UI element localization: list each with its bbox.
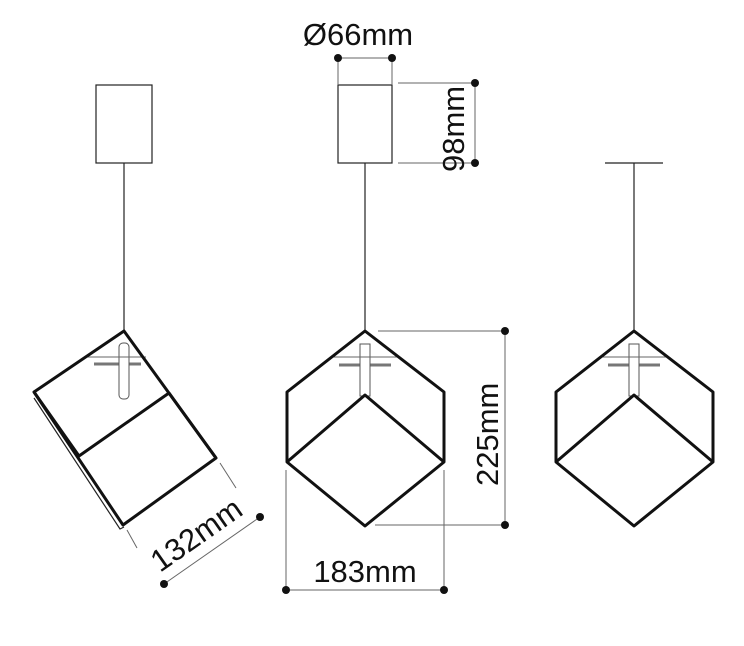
shade-inner-edge [555, 393, 714, 464]
bulb-holder [600, 343, 668, 397]
shade-inner-edge [286, 393, 445, 464]
shade-thickness-edge [33, 397, 125, 530]
bulb-holder [330, 343, 400, 397]
lamp-front-view: Ø66mm 98mm 225mm 183mm [282, 17, 509, 594]
canopy-height-label: 98mm [436, 86, 471, 172]
dimension-line-depth [163, 516, 261, 585]
shade-outline [554, 329, 715, 528]
lamp-front-view-no-canopy [554, 162, 715, 528]
depth-label: 132mm [144, 491, 249, 579]
height-label: 225mm [470, 383, 505, 486]
canopy-diameter-label: Ø66mm [303, 17, 413, 52]
bulb-holder [86, 342, 146, 400]
shade-outline [285, 329, 446, 528]
width-label: 183mm [313, 554, 416, 589]
shade-inner-edge [32, 391, 170, 458]
canopy [337, 84, 393, 164]
canopy [95, 84, 153, 164]
lamp-side-view: 132mm [32, 84, 264, 588]
